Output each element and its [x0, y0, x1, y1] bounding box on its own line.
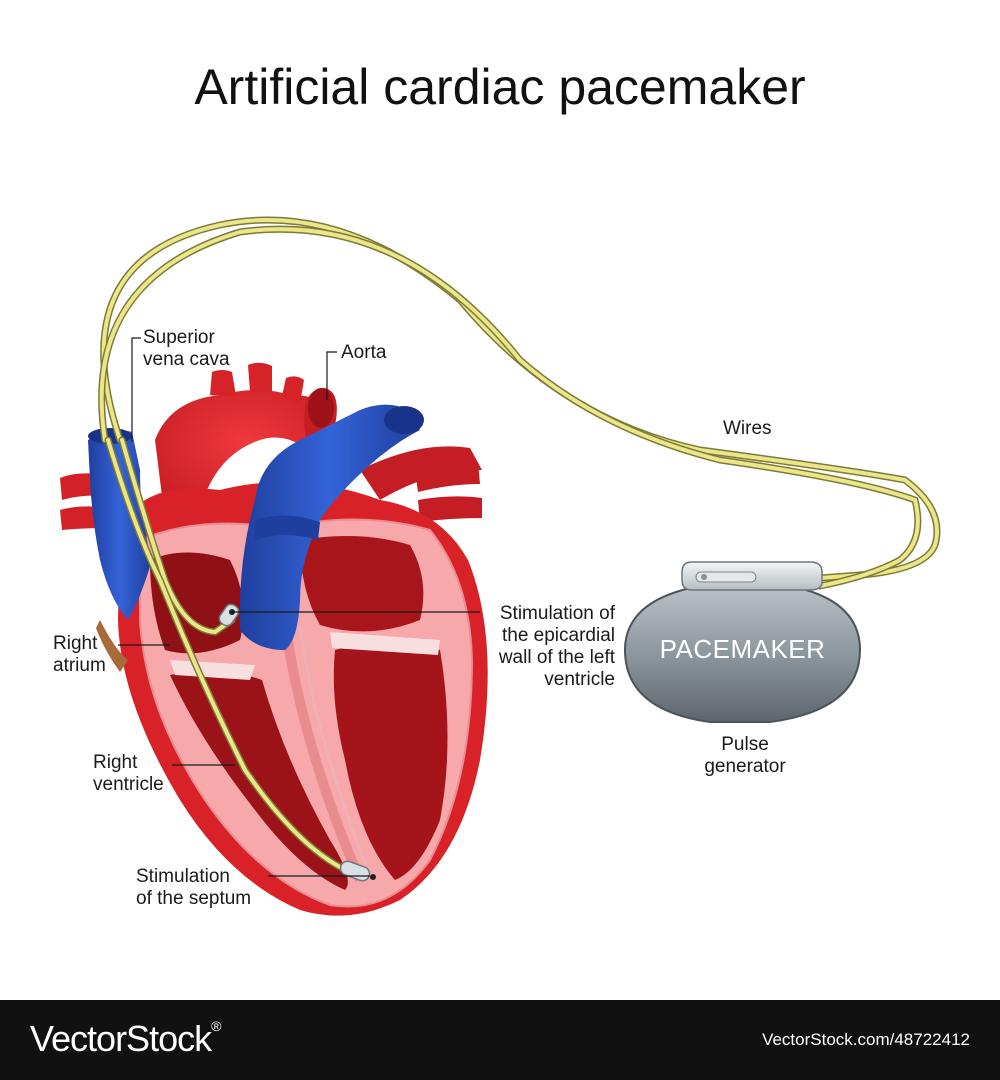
label-right-ventricle: Right ventricle	[93, 752, 164, 795]
pacemaker-device-label: PACEMAKER	[659, 634, 826, 664]
label-wires: Wires	[723, 418, 772, 439]
pacemaker-wires	[98, 216, 941, 876]
label-superior-vena-cava: Superior vena cava	[143, 327, 230, 370]
pulmonary-artery	[239, 404, 424, 650]
label-right-atrium: Right atrium	[53, 633, 106, 676]
heart-cutaway	[139, 518, 474, 908]
pulse-generator-device	[623, 561, 862, 723]
label-stimulation-left-ventricle: Stimulation of the epicardial wall of th…	[498, 603, 615, 690]
label-stimulation-septum: Stimulation of the septum	[136, 866, 252, 909]
watermark-footer: VectorStock® VectorStock.com/48722412	[0, 1000, 1000, 1080]
heart-pacemaker-illustration	[60, 216, 941, 916]
label-aorta: Aorta	[341, 342, 387, 363]
vectorstock-logo: VectorStock®	[30, 1018, 221, 1059]
label-pulse-generator: Pulse generator	[704, 734, 786, 777]
label-leader-lines	[118, 337, 480, 877]
image-credit: VectorStock.com/48722412	[762, 1030, 970, 1049]
diagram-title: Artificial cardiac pacemaker	[194, 59, 806, 115]
